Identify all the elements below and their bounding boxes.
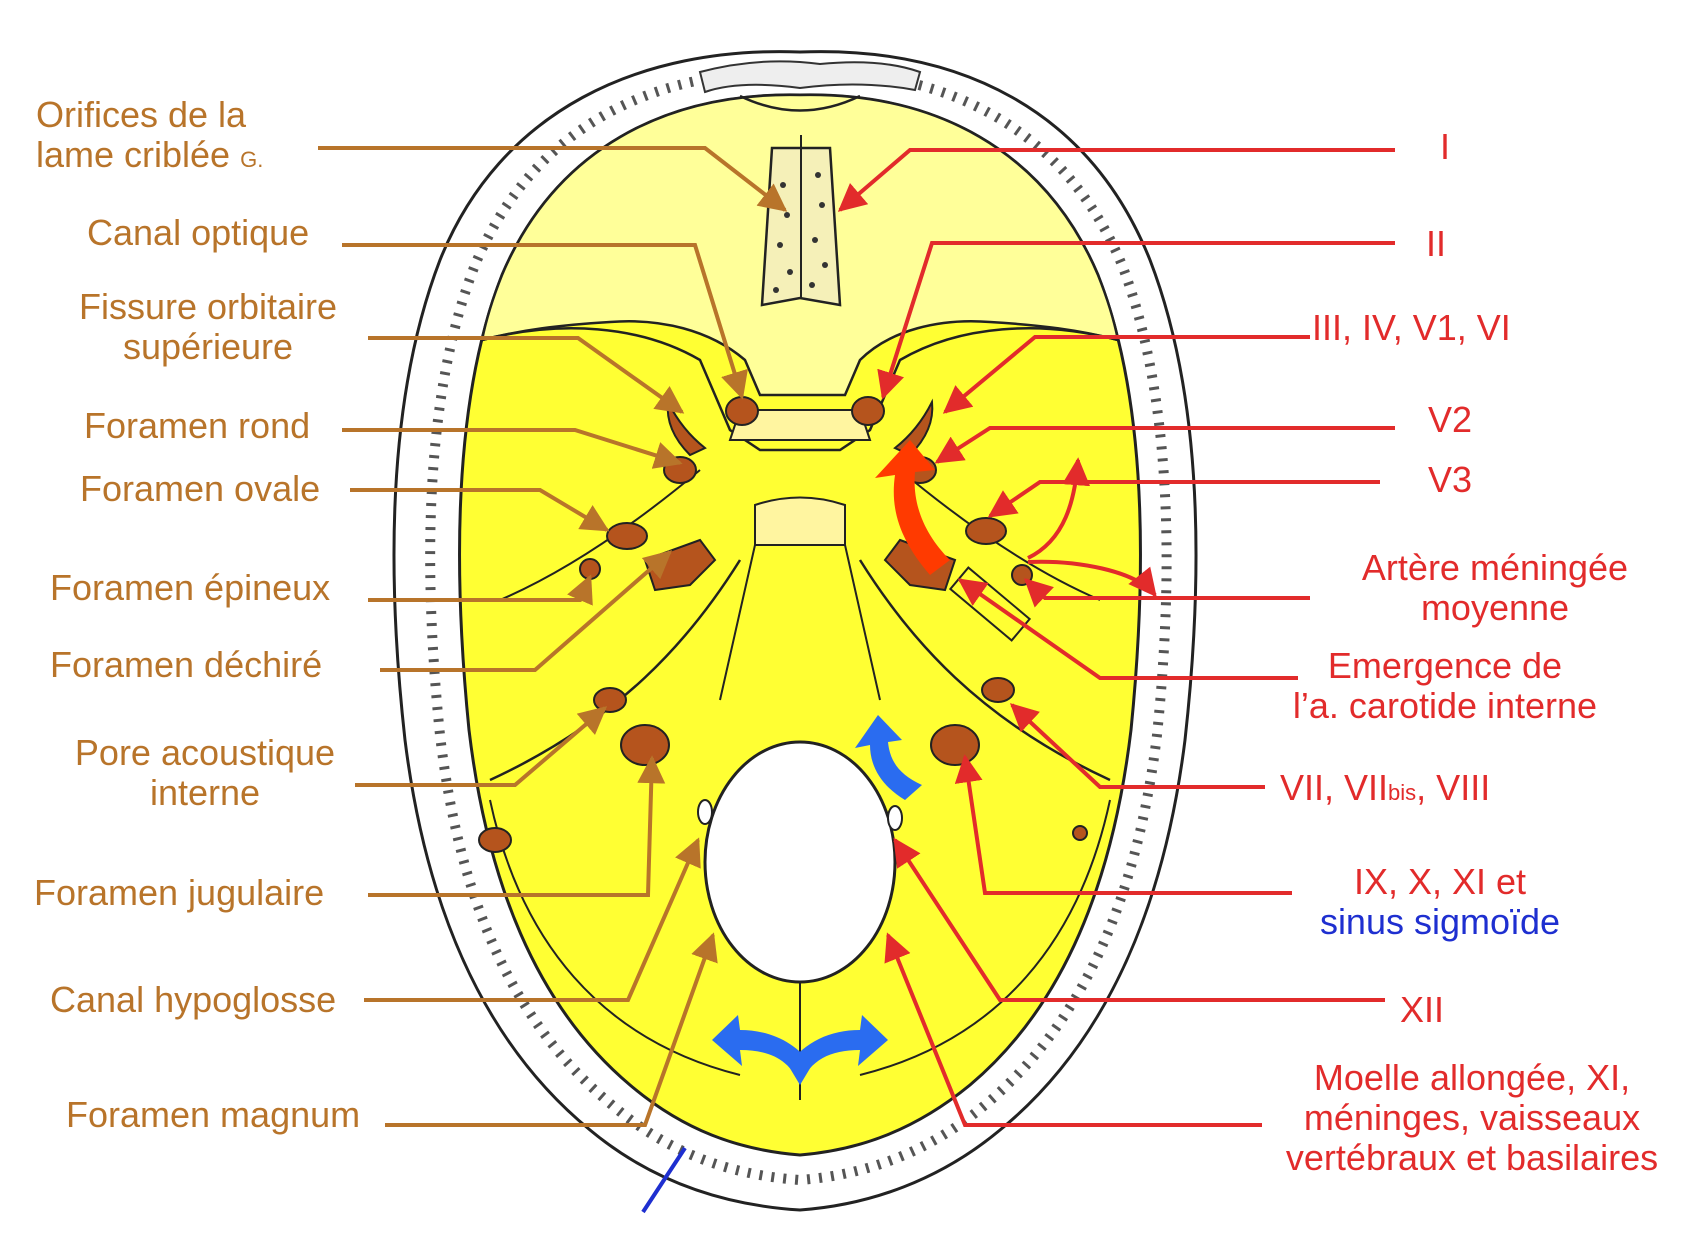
label-moelle-line2: méninges, vaisseaux <box>1303 1097 1641 1138</box>
label-pore-acoustique: Pore acoustique interne <box>60 733 350 813</box>
petrous-ridge-left <box>489 559 742 782</box>
label-foramen-jugulaire: Foramen jugulaire <box>34 872 325 913</box>
posterior-fossa-right <box>859 799 1111 1076</box>
label-lame-criblee-line2: lame criblée <box>36 134 231 175</box>
label-emergence-line1: Emergence de <box>1327 645 1563 686</box>
left-leader-lines <box>318 146 788 1127</box>
clivus <box>719 544 881 701</box>
label-pore-line1: Pore acoustique <box>74 732 336 773</box>
dorsum-sellae <box>754 496 846 546</box>
label-artere-line2: moyenne <box>1420 587 1570 628</box>
cranial-cavity <box>458 93 1142 1157</box>
petrous-ridge-right <box>858 559 1111 782</box>
label-moelle: Moelle allongée, XI, méninges, vaisseaux… <box>1262 1058 1682 1178</box>
label-pore-line2: interne <box>149 772 261 813</box>
label-canal-optique: Canal optique <box>87 212 310 253</box>
label-foramen-magnum: Foramen magnum <box>66 1094 361 1135</box>
frontal-crest <box>739 94 861 112</box>
label-nerves-vii-viii: VII, VIIbis, VIII <box>1280 768 1490 813</box>
label-vii-b: , VIII <box>1416 767 1491 808</box>
hypoglossal-canal-right <box>887 805 903 831</box>
frontal-sinus <box>698 60 922 94</box>
label-lame-criblee: Orifices de la lame criblée G. <box>36 95 266 180</box>
label-nerve-i: I <box>1440 126 1451 167</box>
posterior-fossa-left <box>489 799 741 1076</box>
label-canal-hypoglosse: Canal hypoglosse <box>50 979 337 1020</box>
label-ix-line1: IX, X, XI et <box>1353 861 1527 902</box>
label-nerve-v3: V3 <box>1428 459 1473 500</box>
label-fissure-line2: supérieure <box>122 326 294 367</box>
foramen-magnum <box>703 740 897 984</box>
right-leader-lines <box>837 148 1395 1127</box>
label-nerves-iii-vi: III, IV, V1, VI <box>1312 307 1511 348</box>
label-fissure-line1: Fissure orbitaire <box>78 286 338 327</box>
label-lame-criblee-suffix: G. <box>240 147 264 172</box>
label-nerves-ix-xi: IX, X, XI et sinus sigmoïde <box>1290 862 1590 942</box>
hypoglossal-canal-left <box>697 799 713 825</box>
middle-fossa-left <box>499 469 701 601</box>
label-emergence-carotide: Emergence de l’a. carotide interne <box>1270 646 1620 726</box>
label-foramen-ovale: Foramen ovale <box>80 468 321 509</box>
label-emergence-line2: l’a. carotide interne <box>1292 685 1598 726</box>
label-nerve-v2: V2 <box>1428 399 1473 440</box>
occipital-pointer <box>641 1146 687 1214</box>
label-artere-meningee: Artère méningée moyenne <box>1340 548 1650 628</box>
label-foramen-rond: Foramen rond <box>84 405 311 446</box>
label-nerve-ii: II <box>1426 223 1447 264</box>
label-lame-criblee-line1: Orifices de la <box>36 94 247 135</box>
sella-turcica <box>728 409 872 441</box>
sigmoid-flow-arrow <box>855 715 922 800</box>
label-nerve-xii: XII <box>1400 989 1445 1030</box>
lesser-wings <box>481 327 1119 452</box>
confluence-arrows <box>712 1015 888 1085</box>
label-moelle-line1: Moelle allongée, XI, <box>1313 1057 1631 1098</box>
carotid-canal-outline <box>948 566 1032 642</box>
cribriform-plate <box>760 135 842 307</box>
label-artere-line1: Artère méningée <box>1361 547 1629 588</box>
label-fissure-orbitaire: Fissure orbitaire supérieure <box>66 287 350 367</box>
label-foramen-epineux: Foramen épineux <box>50 567 331 608</box>
meningeal-arrow-side <box>1027 559 1157 598</box>
label-vii-a: VII, VII <box>1280 767 1389 808</box>
meningeal-arrow-up <box>1027 457 1091 560</box>
label-moelle-line3: vertébraux et basilaires <box>1285 1137 1659 1178</box>
label-foramen-dechire: Foramen déchiré <box>50 644 323 685</box>
label-vii-bis: bis <box>1388 780 1417 805</box>
label-ix-line2: sinus sigmoïde <box>1319 901 1561 942</box>
carotid-flow-arrow <box>875 440 950 575</box>
